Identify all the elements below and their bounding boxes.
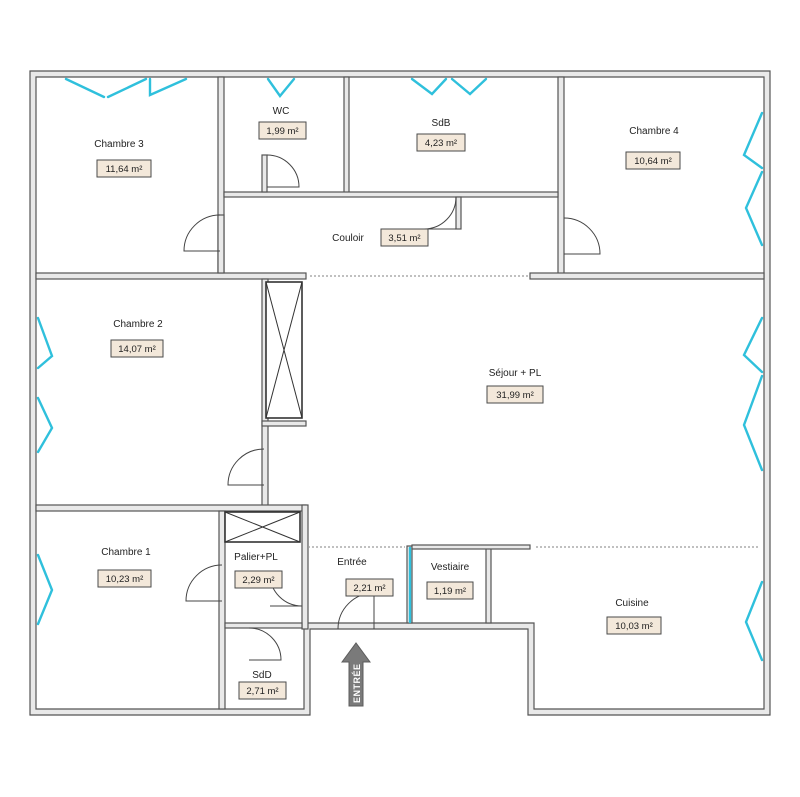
room-name: WC [273,106,290,117]
room-name: Palier+PL [234,552,278,563]
room-name: Couloir [332,233,364,244]
room-wc: WC 1,99 m² [258,106,307,140]
room-couloir: Couloir 3,51 m² [332,228,429,247]
room-area: 31,99 m² [496,390,534,401]
room-chambre3: Chambre 3 11,64 m² [94,139,152,178]
room-area: 2,71 m² [246,686,278,697]
room-name: SdB [432,118,451,129]
room-chambre1: Chambre 1 10,23 m² [97,547,152,588]
room-area: 10,03 m² [615,621,653,632]
room-area: 14,07 m² [118,344,156,355]
windows [36,77,764,662]
room-name: Cuisine [615,598,649,609]
room-area: 1,99 m² [266,126,298,137]
room-entree: Entrée 2,21 m² [337,557,394,597]
interior-walls [35,76,765,710]
room-area: 11,64 m² [106,164,143,175]
room-chambre2: Chambre 2 14,07 m² [110,319,164,358]
duct-shaft-upper [265,281,303,419]
room-name: Chambre 2 [113,319,163,330]
outer-walls [29,70,771,716]
room-palier: Palier+PL 2,29 m² [234,552,283,589]
entry-arrow: ENTRÉE [341,642,371,707]
room-area: 2,29 m² [242,575,274,586]
room-sdd: SdD 2,71 m² [238,670,287,700]
room-name: Chambre 1 [101,547,151,558]
room-sdb: SdB 4,23 m² [416,118,466,152]
room-area: 1,19 m² [434,586,466,597]
open-boundaries [308,275,760,548]
room-area: 2,21 m² [353,583,385,594]
room-area: 4,23 m² [425,138,457,149]
room-area: 3,51 m² [388,233,420,244]
room-vestiaire: Vestiaire 1,19 m² [426,562,474,600]
room-sejour: Séjour + PL 31,99 m² [486,368,544,404]
room-cuisine: Cuisine 10,03 m² [606,598,662,635]
room-name: Chambre 4 [629,126,679,137]
room-name: Séjour + PL [489,368,542,379]
room-name: SdD [252,670,271,681]
room-chambre4: Chambre 4 10,64 m² [625,126,681,170]
room-name: Entrée [337,557,367,568]
room-area: 10,23 m² [106,574,144,585]
room-name: Vestiaire [431,562,470,573]
entry-arrow-label: ENTRÉE [352,663,362,703]
duct-shaft-lower [224,511,301,543]
room-name: Chambre 3 [94,139,144,150]
room-area: 10,64 m² [634,156,672,167]
